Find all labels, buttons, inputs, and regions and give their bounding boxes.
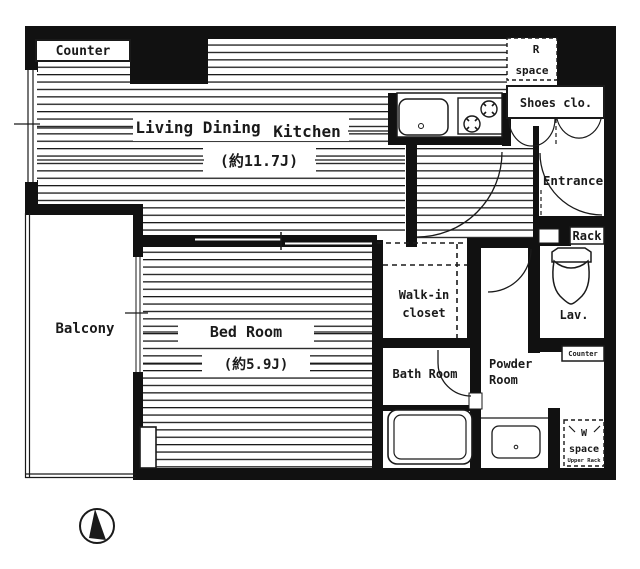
kitchen-sink xyxy=(398,98,449,136)
washer-space-label-3: Upper Rack xyxy=(567,458,601,464)
corner-pillar-box xyxy=(139,426,157,469)
bedroom-label: Bed Room xyxy=(210,323,282,341)
fixtures xyxy=(387,247,592,465)
boxes xyxy=(35,37,605,469)
bath-room-label: Bath Room xyxy=(392,367,457,381)
rack-box xyxy=(569,226,605,245)
ldk-window xyxy=(24,70,37,182)
washer-space-label-2: space xyxy=(569,444,599,455)
bedroom-window xyxy=(133,257,143,372)
r-space-label-2: space xyxy=(515,64,548,77)
lav-counter-label: Counter xyxy=(568,350,598,358)
front-door-arc xyxy=(539,152,603,216)
refrigerator-space-box xyxy=(506,37,558,81)
basin-drain xyxy=(513,444,519,450)
bath-door-panel xyxy=(468,392,483,410)
shoe-closet-door-arc xyxy=(508,118,556,147)
counter-label: Counter xyxy=(56,44,111,59)
niche-box xyxy=(538,228,560,244)
bedroom-area-label: (約5.9J) xyxy=(224,356,289,373)
rack-label: Rack xyxy=(573,229,603,243)
label-leaders xyxy=(30,114,405,376)
labels: Counter Living Dining Kitchen (約11.7J) R… xyxy=(55,43,603,464)
ldk-area-label: (約11.7J) xyxy=(220,152,298,170)
ldk-label-1: Living Dining xyxy=(135,118,260,137)
balcony-label: Balcony xyxy=(55,321,115,337)
walkin-closet-label-2: closet xyxy=(402,306,445,320)
counter-box xyxy=(35,39,131,62)
ldk-label-2: Kitchen xyxy=(273,122,340,141)
r-space-label-1: R xyxy=(533,43,540,56)
powder-room-label-1: Powder xyxy=(489,357,532,371)
entrance-label: Entrance xyxy=(543,173,604,188)
ldk-door-arc xyxy=(416,151,503,238)
lav-counter-box xyxy=(561,345,605,362)
walls xyxy=(25,26,616,480)
windows xyxy=(14,70,148,372)
shoes-closet-box xyxy=(506,85,605,119)
walkin-closet-label-1: Walk-in xyxy=(399,288,450,302)
walkin-closet-dashes xyxy=(377,242,467,338)
kitchen xyxy=(396,92,503,138)
bath-door-arc xyxy=(437,362,472,397)
powder-room-label-2: Room xyxy=(489,373,518,387)
powder-room-door-arc xyxy=(487,248,532,293)
lav-label: Lav. xyxy=(560,308,589,322)
bedroom-sliding-door xyxy=(195,232,372,250)
washer-space-label-1: W xyxy=(581,428,588,439)
toilet-tank xyxy=(551,247,592,263)
shoes-closet-label: Shoes clo. xyxy=(520,96,592,110)
sink-drain xyxy=(418,123,424,129)
balcony-railing xyxy=(24,213,136,479)
washbasin xyxy=(491,425,541,459)
hallway-floor xyxy=(417,145,534,240)
compass-icon xyxy=(79,508,115,544)
bathtub-inner xyxy=(393,414,467,460)
shoe-closet-door-arc xyxy=(556,118,602,139)
toilet-bowl xyxy=(552,259,590,305)
doors xyxy=(195,118,603,397)
